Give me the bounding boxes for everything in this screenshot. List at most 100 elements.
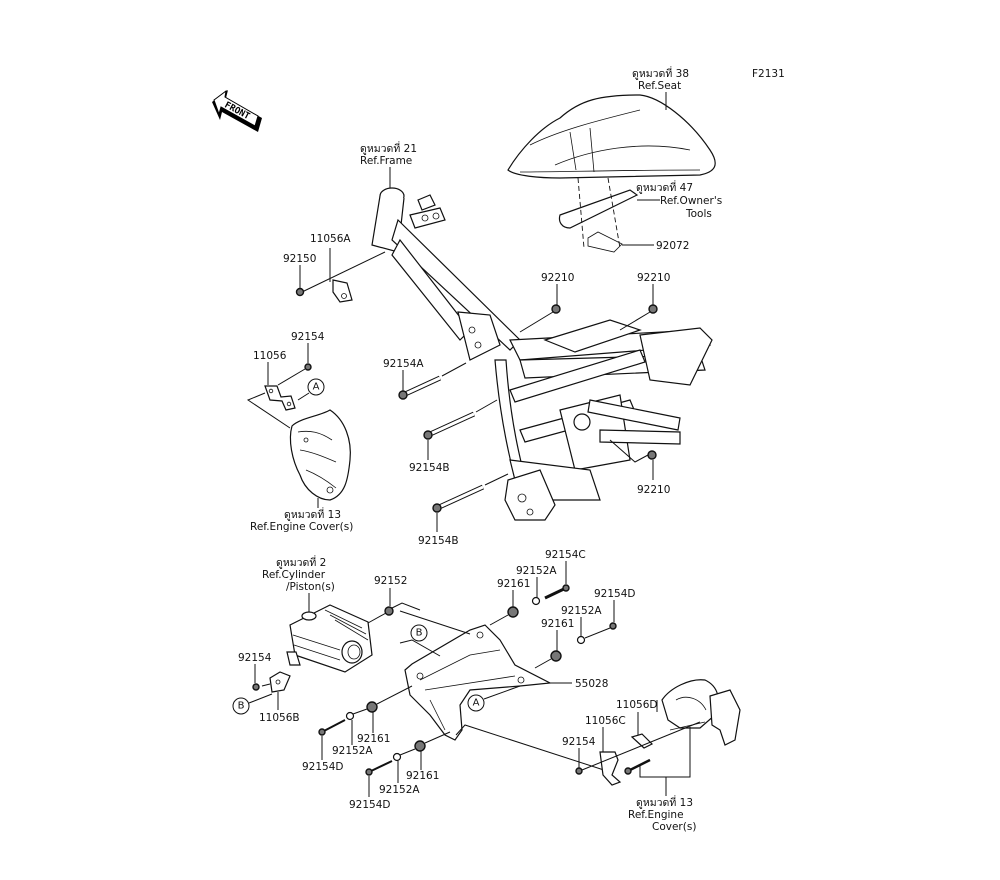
svg-text:B: B <box>238 701 245 712</box>
assembly-line-shroud-right <box>455 724 611 773</box>
part-label-92150: 92150 <box>283 253 316 265</box>
assembly-bracket-right-cover <box>639 727 691 778</box>
part-label-92154b-lower: 92154B <box>418 535 459 547</box>
assembly-line-92154b-upper <box>475 399 498 413</box>
washer-92152a-d <box>392 752 402 762</box>
bolt-92154d-c <box>365 760 393 776</box>
seat-part <box>507 94 716 179</box>
bracket-11056 <box>264 385 296 411</box>
svg-text:A: A <box>313 382 320 393</box>
assembly-line-92152-b <box>391 602 421 611</box>
assembly-line-92152a-c <box>352 708 368 715</box>
part-label-92152a-d: 92152A <box>379 784 420 796</box>
assembly-line-callout-b-right <box>399 639 441 657</box>
grommet-92161-d <box>414 740 426 752</box>
svg-text:A: A <box>473 698 480 709</box>
part-label-92152: 92152 <box>374 575 407 587</box>
part-label-92154d-a: 92154D <box>594 588 636 600</box>
part-label-92152a-b: 92152A <box>561 605 602 617</box>
part-label-92154d-c: 92154D <box>349 799 391 811</box>
ref-cylinder-2: /Piston(s) <box>286 581 335 593</box>
assembly-line-11056a <box>301 251 386 293</box>
part-label-92161-a: 92161 <box>497 578 530 590</box>
part-label-92154d-b: 92154D <box>302 761 344 773</box>
assembly-line-shroud-top <box>399 610 471 635</box>
cylinder-part <box>286 604 373 673</box>
nut-92210-b <box>648 304 658 314</box>
bolt-right-cover <box>624 758 651 775</box>
part-label-92210-b: 92210 <box>637 272 670 284</box>
engine-cover-right <box>661 679 741 746</box>
nut-92210-c <box>647 450 657 460</box>
assembly-line-92161-b <box>534 658 552 669</box>
part-label-92161-c: 92161 <box>357 733 390 745</box>
assembly-line-callout-b-left <box>248 693 273 704</box>
bolt-92154d-b <box>318 719 346 736</box>
ref-owners-tools-thai: ดูหมวดที่ 47 <box>636 180 693 194</box>
assembly-line-11056b <box>261 683 271 687</box>
nut-92210-a <box>551 304 561 314</box>
callout-b-left: B <box>232 697 250 715</box>
ref-seat: Ref.Seat <box>638 80 681 92</box>
washer-92152a-b <box>576 635 586 645</box>
part-label-92154-mid: 92154 <box>238 652 272 664</box>
ref-engine-cover-left-thai: ดูหมวดที่ 13 <box>284 507 341 521</box>
owners-tools-part <box>558 177 639 253</box>
part-label-92161-d: 92161 <box>406 770 439 782</box>
assembly-line-callout-a-left <box>297 392 310 401</box>
bracket-11056d <box>630 733 654 749</box>
part-label-92152a-c: 92152A <box>332 745 373 757</box>
bolt-92154d-a <box>609 622 617 630</box>
bracket-11056c <box>599 751 622 786</box>
part-label-92154a: 92154A <box>383 358 424 370</box>
bolt-92154-top <box>304 363 312 371</box>
assembly-line-92152a-d <box>399 748 416 756</box>
part-label-55028: 55028 <box>575 678 608 690</box>
assembly-line-92154b-lower <box>484 473 509 486</box>
part-label-11056: 11056 <box>253 350 287 362</box>
part-label-92154-right: 92154 <box>562 736 596 748</box>
part-label-92154c: 92154C <box>545 549 586 561</box>
grommet-92161-b <box>550 650 562 662</box>
ref-owners-tools: Ref.Owner's <box>660 195 722 207</box>
part-label-92152a-a: 92152A <box>516 565 557 577</box>
bolt-92154a <box>398 375 442 400</box>
engine-cover-left <box>289 409 351 501</box>
assembly-line-92210-b <box>619 311 651 331</box>
part-label-11056b: 11056B <box>259 712 300 724</box>
bolt-92152 <box>384 606 394 616</box>
frame-part <box>371 187 713 521</box>
assembly-line-92210-c <box>609 439 649 463</box>
part-label-92161-b: 92161 <box>541 618 574 630</box>
ref-engine-cover-left: Ref.Engine Cover(s) <box>250 521 353 533</box>
bracket-11056b <box>269 671 291 693</box>
ref-cylinder: Ref.Cylinder <box>262 569 326 581</box>
part-label-92154-top: 92154 <box>291 331 325 343</box>
front-arrow-icon: FRONT <box>212 89 262 132</box>
callout-a-right: A <box>467 694 485 712</box>
assembly-line-92154a <box>441 362 467 377</box>
grommet-92161-a <box>507 606 519 618</box>
assembly-line-right-cover <box>581 721 701 771</box>
washer-92152a-c <box>345 711 355 721</box>
assembly-line-92161-d <box>424 731 451 744</box>
callout-a-left: A <box>307 378 325 396</box>
assembly-line-92154-top <box>277 368 306 386</box>
bolt-92154b-lower <box>432 484 485 513</box>
bolt-92154-mid <box>252 683 260 691</box>
callout-b-right: B <box>410 624 428 642</box>
ref-cylinder-thai: ดูหมวดที่ 2 <box>276 555 326 569</box>
washer-92152a-a <box>531 596 541 606</box>
part-label-92154b-upper: 92154B <box>409 462 450 474</box>
part-label-11056d: 11056D <box>616 699 658 711</box>
shroud-55028 <box>404 624 553 741</box>
ref-frame-thai: ดูหมวดที่ 21 <box>360 141 417 155</box>
ref-engine-cover-right-thai: ดูหมวดที่ 13 <box>636 795 693 809</box>
part-label-92072: 92072 <box>656 240 689 252</box>
bolt-92154-right <box>575 767 583 775</box>
ref-frame: Ref.Frame <box>360 155 412 167</box>
ref-engine-cover-right-2: Cover(s) <box>652 821 696 833</box>
bolt-92150 <box>295 287 305 297</box>
bolt-92154c <box>544 584 570 600</box>
bracket-11056a <box>332 279 353 303</box>
